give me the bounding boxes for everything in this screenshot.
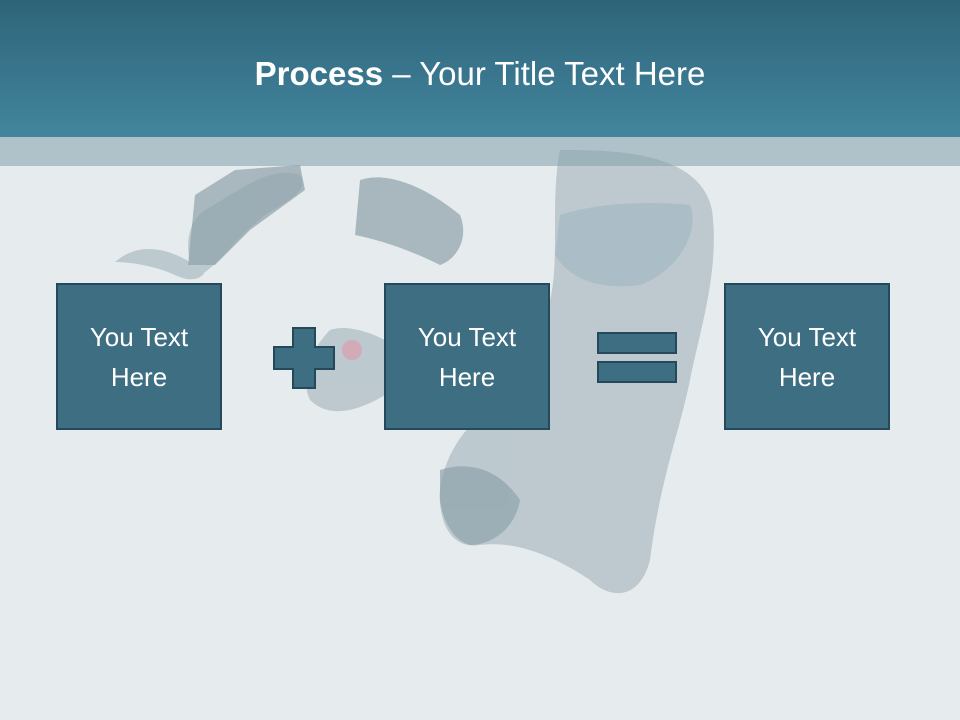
process-box-3-line2: Here: [778, 361, 836, 392]
process-box-1-line1: You Text: [89, 321, 189, 352]
slide-title-bold: Process: [254, 55, 384, 92]
title-bar: [0, 0, 960, 137]
equals-icon-top-bar: [597, 332, 677, 354]
slide-title[interactable]: Process – Your Title Text Here: [0, 52, 960, 96]
plus-icon: [273, 327, 335, 389]
process-box-2-line2: Here: [438, 361, 496, 392]
process-box-2-line1: You Text: [417, 321, 517, 352]
equals-icon-bottom-bar: [597, 361, 677, 383]
process-box-1[interactable]: You Text Here: [56, 283, 222, 430]
slide-title-rest: – Your Title Text Here: [383, 55, 706, 92]
process-box-3-line1: You Text: [757, 321, 857, 352]
process-box-3[interactable]: You Text Here: [724, 283, 890, 430]
title-bar-stripe: [0, 137, 960, 166]
process-box-2[interactable]: You Text Here: [384, 283, 550, 430]
process-box-1-line2: Here: [110, 361, 168, 392]
